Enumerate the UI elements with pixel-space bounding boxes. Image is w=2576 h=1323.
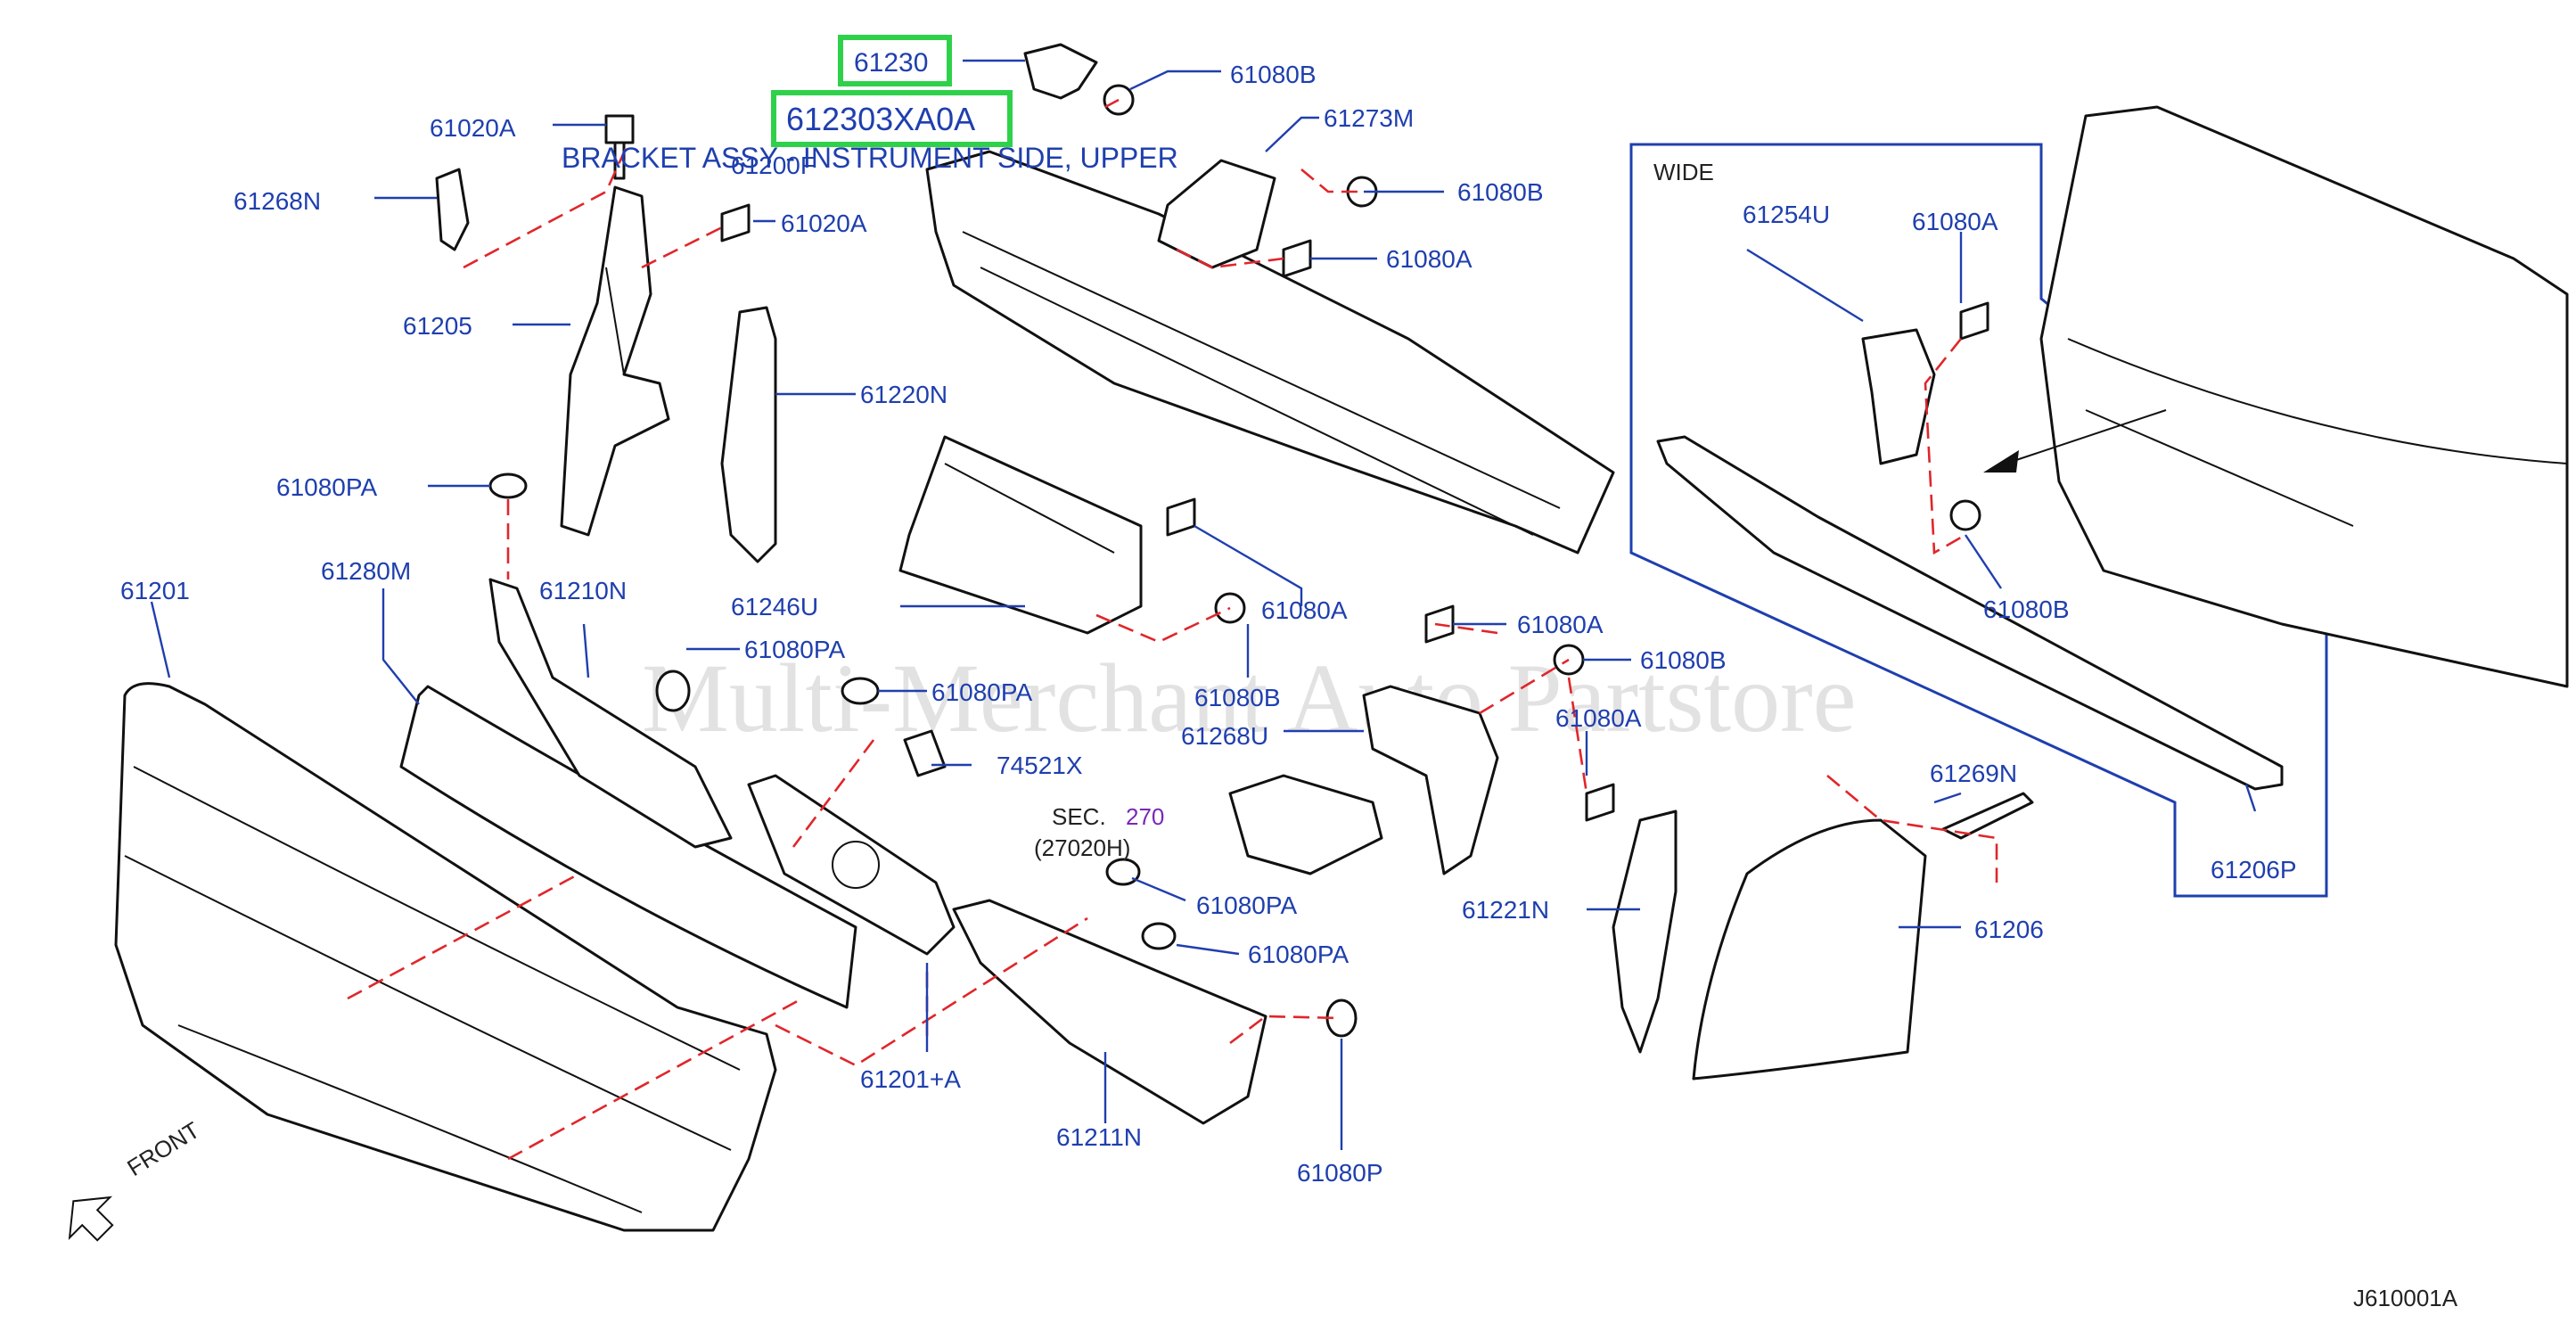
label-61246U: 61246U [731,593,818,620]
assembly-lines [347,98,1998,1161]
part-61280M-seal-strip [399,685,857,1009]
sec-subcode: (27020H) [1034,834,1130,861]
wide-frame [1629,143,2328,898]
label-61020A-a: 61020A [430,114,516,142]
label-61080A-d: 61080A [1555,704,1642,732]
sec-prefix: SEC. [1052,803,1106,830]
label-61080A-b: 61080A [1261,596,1348,624]
part-61220N-bracket [720,306,777,563]
highlight-box-61230[interactable]: 61230 [838,35,952,86]
part-sec270-box [1228,774,1383,875]
label-61268N: 61268N [234,187,321,215]
label-61080B-b: 61080B [1457,178,1544,206]
front-arrow-icon [68,1196,114,1242]
label-61080A-e: 61080A [1912,208,1998,235]
part-labels: 61080B 61020A 61200F 61273M 61268N 61020… [120,61,2297,1187]
label-61221N: 61221N [1462,896,1549,924]
front-label: FRONT [122,1116,204,1181]
diagram-code: J610001A [2353,1285,2458,1311]
label-61211N: 61211N [1056,1123,1142,1151]
part-61206-side-panel [1692,818,1927,1081]
part-61246U-duct [898,435,1143,635]
part-61211N-bracket [952,899,1267,1125]
label-61201: 61201 [120,577,190,604]
label-74521X: 74521X [997,752,1083,779]
label-61080B-d: 61080B [1640,646,1727,674]
pointer-arrow-icon [1983,409,2167,472]
label-61080A-a: 61080A [1386,245,1473,273]
highlight-part-number: 61230 [854,48,928,78]
bolt-icon [604,114,1989,822]
label-61080PA-a: 61080PA [276,473,377,501]
label-61201A: 61201+A [860,1065,961,1093]
part-61269N-trim [1941,792,2034,840]
label-61280M: 61280M [321,557,411,585]
label-61080PA-e: 61080PA [1248,941,1349,968]
sec-reference: SEC. 270 (27020H) [1034,803,1164,861]
highlight-box-oem[interactable]: 612303XA0A [771,90,1013,147]
wide-label: WIDE [1653,159,1714,185]
label-61205: 61205 [403,312,472,340]
highlight-description: BRACKET ASSY - INSTRUMENT SIDE, UPPER [562,142,1178,174]
label-61080A-c: 61080A [1517,611,1604,638]
label-61220N: 61220N [860,381,948,408]
label-61273M: 61273M [1324,104,1414,132]
label-61020A-b: 61020A [781,210,867,237]
part-61201-front-panel [114,682,777,1232]
label-61269N: 61269N [1930,760,2017,787]
label-61210N: 61210N [539,577,627,604]
label-61080PA-d: 61080PA [1196,892,1297,919]
label-61080B-e: 61080B [1983,596,2070,623]
label-61200F: 61200F [731,152,816,179]
label-61080P: 61080P [1297,1159,1383,1187]
part-van-front [2039,105,2569,688]
label-61080PA-b: 61080PA [744,636,845,663]
leader-lines [150,59,2257,1150]
grommet-icon [488,472,1358,1038]
part-61205-left-post [560,185,670,537]
sec-number: 270 [1126,803,1164,830]
part-61268U-bracket [1362,685,1499,875]
part-61201A-center-bracket [747,774,956,956]
part-61221N-bracket [1612,809,1678,1054]
label-61206: 61206 [1974,916,2044,943]
label-61080B-a: 61080B [1230,61,1317,88]
part-61273M-bracket [1157,159,1276,269]
highlight-oem-number: 612303XA0A [786,101,975,137]
part-61200F-cross-member [925,150,1615,555]
label-61080B-c: 61080B [1194,684,1281,711]
part-61210N-bracket [488,578,733,849]
label-61206P: 61206P [2211,856,2297,883]
part-61230-bracket [1023,43,1098,100]
label-61254U: 61254U [1743,201,1830,228]
label-61080PA-c: 61080PA [931,678,1032,706]
part-61268N-bracket [435,168,470,251]
label-61268U: 61268U [1181,722,1268,750]
